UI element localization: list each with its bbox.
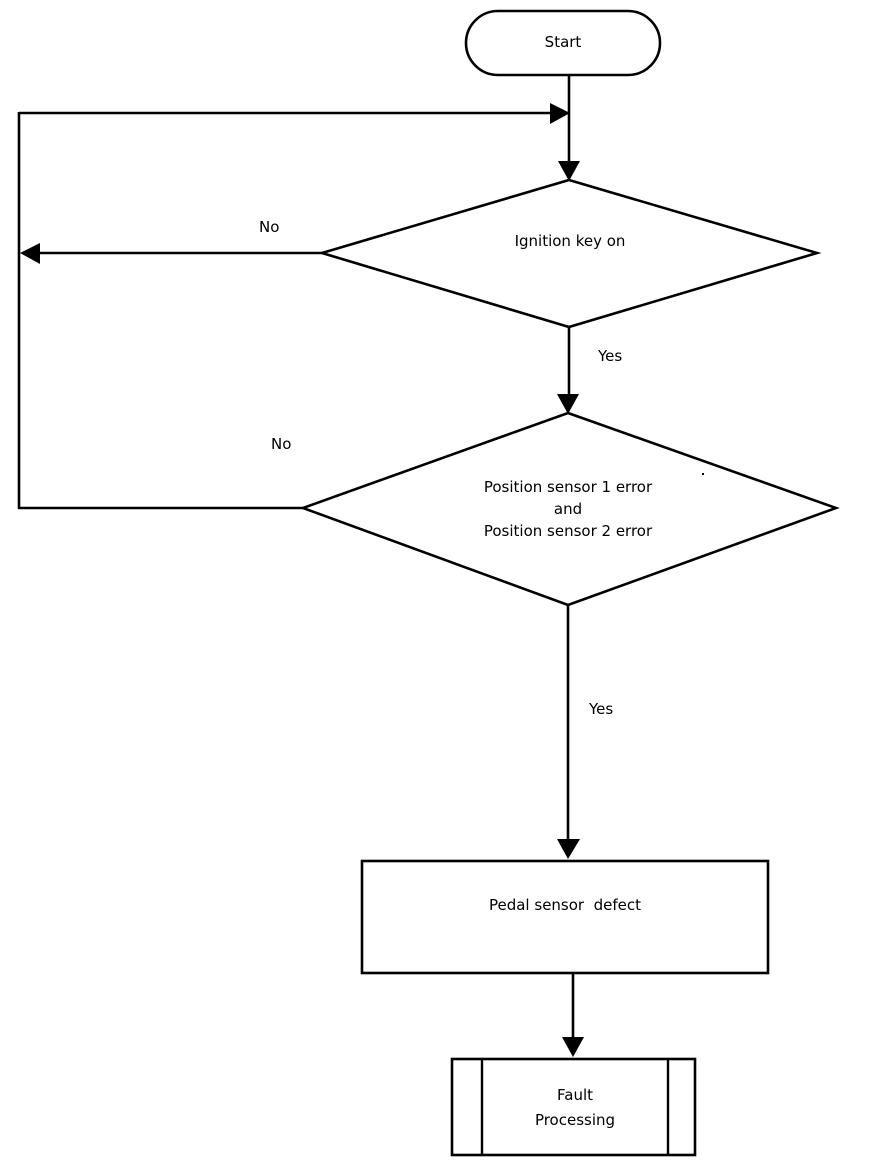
sensor-check-label-line3: Position sensor 2 error: [483, 522, 653, 540]
arrowhead-into-fault-box: [562, 1037, 584, 1057]
edge-label-sensor-no: No: [271, 435, 292, 453]
fault-process-shape[interactable]: [450, 1057, 697, 1157]
sensor-check-label-line2: and: [553, 500, 583, 518]
arrowhead-into-defect-box: [557, 839, 580, 859]
ignition-decision-label: Ignition key on: [514, 232, 626, 250]
start-node-label: Start: [544, 33, 582, 51]
edge-label-sensor-yes: Yes: [589, 700, 614, 718]
arrowhead-into-sensor-check: [557, 394, 579, 414]
fault-process-label-line2: Processing: [534, 1111, 616, 1129]
scan-artifact-speck: [702, 473, 704, 475]
edge-label-ignition-no: No: [259, 218, 280, 236]
arrowhead-ignition-no: [20, 243, 40, 264]
arrowhead-into-start-line: [550, 103, 570, 124]
defect-process-shape[interactable]: [360, 859, 770, 975]
edge-label-ignition-yes: Yes: [598, 347, 623, 365]
ignition-decision-shape[interactable]: [317, 178, 822, 329]
fault-process-label-line1: Fault: [557, 1086, 593, 1104]
arrowhead-into-ignition: [558, 161, 580, 181]
start-node-shape[interactable]: [464, 9, 662, 77]
defect-process-label: Pedal sensor defect: [488, 896, 642, 914]
sensor-check-label-line1: Position sensor 1 error: [483, 478, 653, 496]
